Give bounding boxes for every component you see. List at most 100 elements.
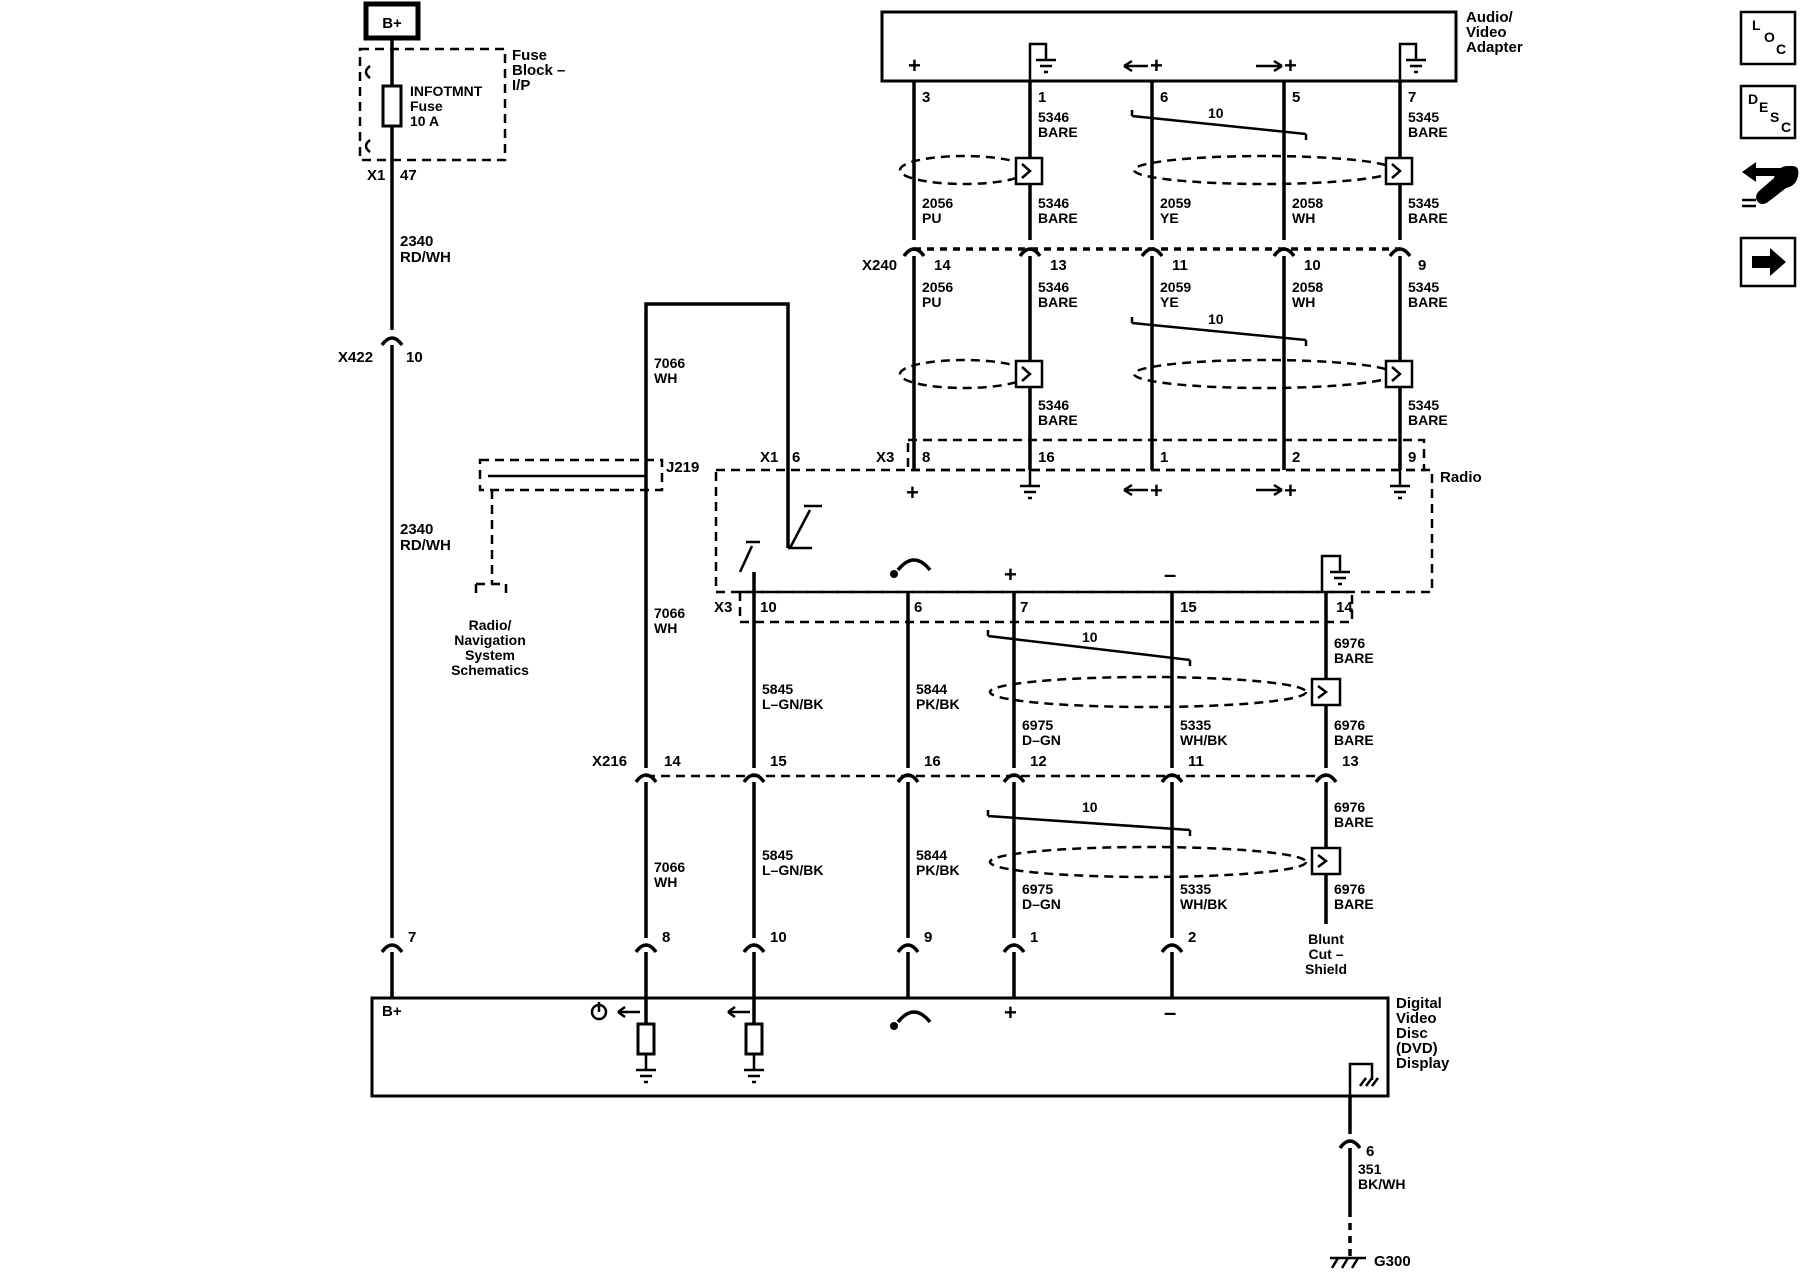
wire-6976-c-color: BARE xyxy=(1334,814,1374,830)
x216-pin-11: 11 xyxy=(1188,753,1204,770)
dvd-minus: – xyxy=(1164,1000,1176,1025)
bplus-color-2: RD/WH xyxy=(400,537,451,554)
x240-pin-14: 14 xyxy=(934,257,951,274)
ground-g300: G300 xyxy=(1374,1253,1411,1270)
wire-5346-b-color: BARE xyxy=(1038,210,1078,226)
dvd-chassis-ground xyxy=(1348,1062,1379,1096)
wire-6976-b-color: BARE xyxy=(1334,732,1374,748)
desc-letter-d: D xyxy=(1748,91,1758,107)
dvd-resistor-2 xyxy=(744,1022,764,1056)
radio-ground-3 xyxy=(1320,554,1350,592)
desc-letter-s: S xyxy=(1770,109,1779,125)
twist-pair-2 xyxy=(1130,317,1308,346)
dvd-label-5: Display xyxy=(1396,1055,1450,1072)
x422-terminal xyxy=(380,336,404,347)
bplus-color-1: RD/WH xyxy=(400,249,451,266)
dvd-pin-10: 10 xyxy=(770,929,787,946)
wire-6975-a: 6975 xyxy=(1022,717,1053,733)
x240-pin-11: 11 xyxy=(1172,257,1188,274)
x3-bottom-connector-label: X3 xyxy=(714,599,732,616)
wire-5346-d-color: BARE xyxy=(1038,412,1078,428)
wire-5345-c: 5345 xyxy=(1408,279,1439,295)
j219-splice xyxy=(478,458,664,492)
radio-ground-1 xyxy=(1020,470,1040,500)
dvd-pin-8: 8 xyxy=(662,929,670,946)
x240-connector: X240 xyxy=(862,257,897,274)
wire-2056-b-color: PU xyxy=(922,294,941,310)
fuse-block-label-2: Block – xyxy=(512,62,565,79)
wire-351: 351 xyxy=(1358,1161,1382,1177)
x216-connector: X216 xyxy=(592,753,627,770)
adapter-pin-5: 5 xyxy=(1292,89,1300,106)
bplus-label: B+ xyxy=(382,15,402,32)
x240-pin-9: 9 xyxy=(1418,257,1426,274)
x3-pin-7: 7 xyxy=(1020,599,1028,616)
wire-6976-d-color: BARE xyxy=(1334,896,1374,912)
shield-2 xyxy=(1132,154,1396,186)
fuse-block-label-1: Fuse xyxy=(512,47,547,64)
x216-pin-14: 14 xyxy=(664,753,681,770)
radio-switch-left xyxy=(738,540,760,573)
dvd-pin-9: 9 xyxy=(924,929,932,946)
x3-pin-15: 15 xyxy=(1180,599,1197,616)
radio-data-plus-1: + xyxy=(1150,478,1163,503)
dvd-ground-1 xyxy=(636,1054,656,1084)
infotmnt-fuse xyxy=(381,84,403,128)
desc-button[interactable]: D E S C xyxy=(1739,84,1797,140)
radio-label: Radio xyxy=(1440,469,1482,486)
dvd-pin-2: 2 xyxy=(1188,929,1196,946)
dvd-video-symbol xyxy=(896,1010,932,1024)
wire-5345-b-color: BARE xyxy=(1408,210,1448,226)
shield-5 xyxy=(988,675,1308,709)
x3-top-connector xyxy=(906,438,1426,472)
x216-pin-12: 12 xyxy=(1030,753,1047,770)
wire-2059-b-color: YE xyxy=(1160,294,1179,310)
x422-connector: X422 xyxy=(338,349,373,366)
wire-5335-b-color: WH/BK xyxy=(1180,896,1227,912)
wire-7066-a-color: WH xyxy=(654,370,677,386)
x240-pin-13: 13 xyxy=(1050,257,1067,274)
radio-switch-right xyxy=(788,504,822,549)
x422-pin: 10 xyxy=(406,349,423,366)
adapter-label-3: Adapter xyxy=(1466,39,1523,56)
twist-label-2: 10 xyxy=(1208,311,1224,327)
shield-4 xyxy=(1132,358,1396,390)
dvd-display xyxy=(370,996,1390,1098)
dvd-ground-2 xyxy=(744,1054,764,1084)
x3-pin-2: 2 xyxy=(1292,449,1300,466)
x3-pin-16: 16 xyxy=(1038,449,1055,466)
wire-2059-b: 2059 xyxy=(1160,279,1191,295)
dvd-resistor-1 xyxy=(636,1022,656,1056)
bplus-circuit-2: 2340 xyxy=(400,521,433,538)
wire-5346-b: 5346 xyxy=(1038,195,1069,211)
wire-7066-a: 7066 xyxy=(654,355,685,371)
fuse-block-label-3: I/P xyxy=(512,77,530,94)
wire-7066-loop xyxy=(644,302,790,768)
dvd-pin-1: 1 xyxy=(1030,929,1038,946)
dvd-label-3: Disc xyxy=(1396,1025,1428,1042)
x1-fuse-connector: X1 xyxy=(367,167,385,184)
twist-pair-3 xyxy=(986,630,1192,666)
x1-radio-connector: X1 xyxy=(760,449,778,466)
repair-tools-icon[interactable] xyxy=(1742,162,1799,208)
wire-7066-c-color: WH xyxy=(654,874,677,890)
radio-nav-label-3: System xyxy=(465,647,515,663)
adapter-data-plus-1: + xyxy=(1150,53,1163,78)
desc-letter-e: E xyxy=(1759,99,1768,115)
wire-6976-a-color: BARE xyxy=(1334,650,1374,666)
wire-5845-b: 5845 xyxy=(762,847,793,863)
next-arrow-button[interactable] xyxy=(1739,236,1797,288)
x216-pin-16: 16 xyxy=(924,753,941,770)
adapter-pin-6: 6 xyxy=(1160,89,1168,106)
shield-1 xyxy=(898,154,1030,186)
x3-pin-1: 1 xyxy=(1160,449,1168,466)
loc-button[interactable]: L O C xyxy=(1739,10,1797,66)
wire-5345-c-color: BARE xyxy=(1408,294,1448,310)
radio-nav-label-2: Navigation xyxy=(454,632,526,648)
adapter-data-plus-2: + xyxy=(1284,53,1297,78)
loc-letter-l: L xyxy=(1752,17,1761,33)
dvd-pin-bplus: 7 xyxy=(408,929,416,946)
wire-2058-a: 2058 xyxy=(1292,195,1323,211)
adapter-label-2: Video xyxy=(1466,24,1507,41)
dvd-label-4: (DVD) xyxy=(1396,1040,1438,1057)
